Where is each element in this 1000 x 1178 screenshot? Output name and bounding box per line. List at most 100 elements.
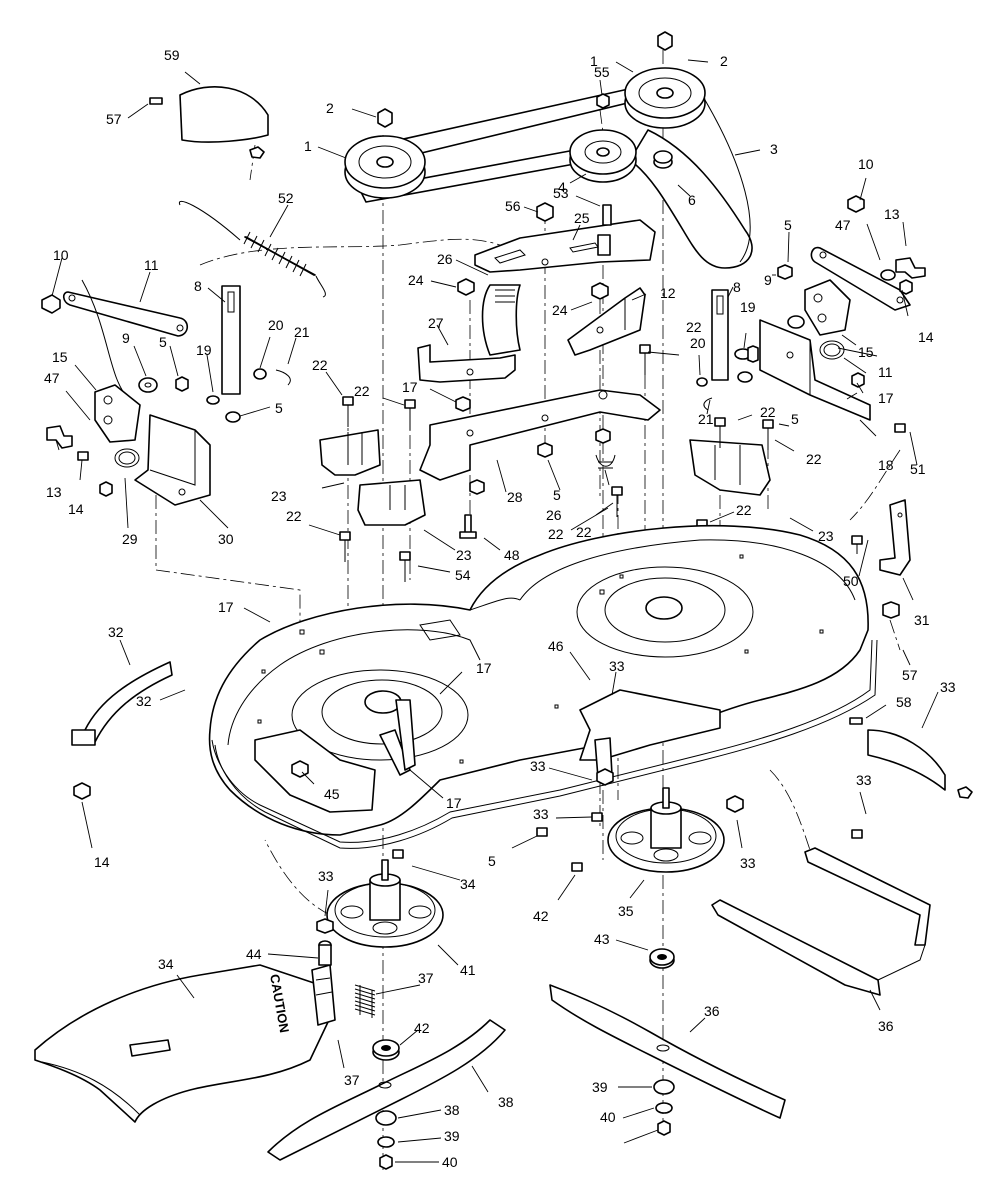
pulley-right [624, 67, 706, 129]
callout: 58 [896, 694, 912, 710]
callout: 48 [504, 547, 520, 563]
baffle-center-23 [357, 479, 426, 526]
callout: 33 [533, 806, 549, 822]
callout: 23 [271, 488, 287, 504]
callout: 37 [344, 1072, 360, 1088]
callout: 26 [546, 507, 562, 523]
callout: 36 [704, 1003, 720, 1019]
callout: 22 [548, 526, 564, 542]
left-washers [138, 368, 291, 423]
callout: 32 [136, 693, 152, 709]
callout: 33 [940, 679, 956, 695]
callout: 22 [686, 319, 702, 335]
callout: 9 [764, 272, 772, 288]
right-lift-link [810, 195, 926, 311]
callout: 30 [218, 531, 234, 547]
callout: 8 [733, 279, 741, 295]
callout: 15 [52, 349, 68, 365]
center-bracket-12 [567, 287, 646, 356]
callout: 13 [884, 206, 900, 222]
idler-arm [474, 202, 656, 273]
callout: 45 [324, 786, 340, 802]
left-spring-29 [114, 448, 140, 468]
callout-labels: 1 2 1 55 2 3 59 57 2 1 4 6 53 56 25 52 1… [44, 47, 956, 1170]
callout: 33 [856, 772, 872, 788]
deflector-spring-41 [354, 984, 376, 1018]
callout: 19 [196, 342, 212, 358]
callout: 39 [444, 1128, 460, 1144]
callout: 24 [552, 302, 568, 318]
callout-leaders [51, 59, 939, 1163]
callout: 21 [698, 411, 714, 427]
rear-guard-58 [849, 717, 973, 799]
callout: 5 [553, 487, 561, 503]
callout: 2 [720, 53, 728, 69]
callout: 11 [144, 257, 159, 273]
deck-hanger-35 [711, 847, 931, 996]
callout: 32 [108, 624, 124, 640]
center-bracket-27 [417, 284, 521, 383]
callout: 14 [94, 854, 110, 870]
callout: 22 [354, 383, 370, 399]
blade-right [549, 984, 786, 1119]
center-channel-28 [419, 389, 661, 481]
callout: 5 [791, 411, 799, 427]
callout: 33 [318, 868, 334, 884]
callout: 14 [918, 329, 934, 345]
callout: 47 [44, 370, 60, 386]
callout: 17 [476, 660, 492, 676]
pulley-nuts [377, 31, 673, 169]
spindle-right [607, 787, 725, 873]
callout: 23 [456, 547, 472, 563]
callout: 4 [558, 179, 566, 195]
callout: 8 [194, 278, 202, 294]
deck-housing [208, 524, 878, 849]
idler-pulley [569, 129, 637, 183]
callout: 51 [910, 461, 926, 477]
spindle-bolts [73, 760, 863, 934]
callout: 31 [914, 612, 930, 628]
callout: 34 [460, 876, 476, 892]
callout: 42 [533, 908, 549, 924]
right-spring-16 [819, 340, 845, 360]
callout: 33 [740, 855, 756, 871]
callout: 22 [736, 502, 752, 518]
callout: 23 [818, 528, 834, 544]
belt-guard-left [149, 86, 269, 159]
callout: 22 [760, 404, 776, 420]
callout: 28 [507, 489, 523, 505]
callout: 22 [576, 524, 592, 540]
deflector-bracket-31 [71, 661, 173, 746]
center-fasteners [455, 278, 616, 539]
bracket-50 [879, 499, 911, 619]
callout: 9 [122, 330, 130, 346]
callout: 22 [312, 357, 328, 373]
callout: 26 [437, 251, 453, 267]
callout: 33 [609, 658, 625, 674]
baffle-left-23 [319, 429, 381, 476]
left-bracket-15 [94, 384, 141, 443]
left-hanger-bar [221, 285, 241, 395]
callout: 50 [843, 573, 859, 589]
callout: 11 [878, 364, 893, 380]
callout: 40 [600, 1109, 616, 1125]
right-hanger-bar [711, 289, 729, 381]
callout: 25 [574, 210, 590, 226]
callout: 35 [618, 903, 634, 919]
callout: 1 [590, 53, 598, 69]
callout: 36 [878, 1018, 894, 1034]
callout: 10 [53, 247, 69, 263]
spindle-left [326, 859, 444, 948]
right-bracket-15 [804, 279, 851, 336]
callout: 33 [530, 758, 546, 774]
callout: 20 [268, 317, 284, 333]
callout: 20 [690, 335, 706, 351]
callout: 54 [455, 567, 471, 583]
callout: 5 [784, 217, 792, 233]
callout: 6 [688, 192, 696, 208]
callout: 18 [878, 457, 894, 473]
callout: 52 [278, 190, 294, 206]
callout: 2 [326, 100, 334, 116]
callout: 27 [428, 315, 444, 331]
